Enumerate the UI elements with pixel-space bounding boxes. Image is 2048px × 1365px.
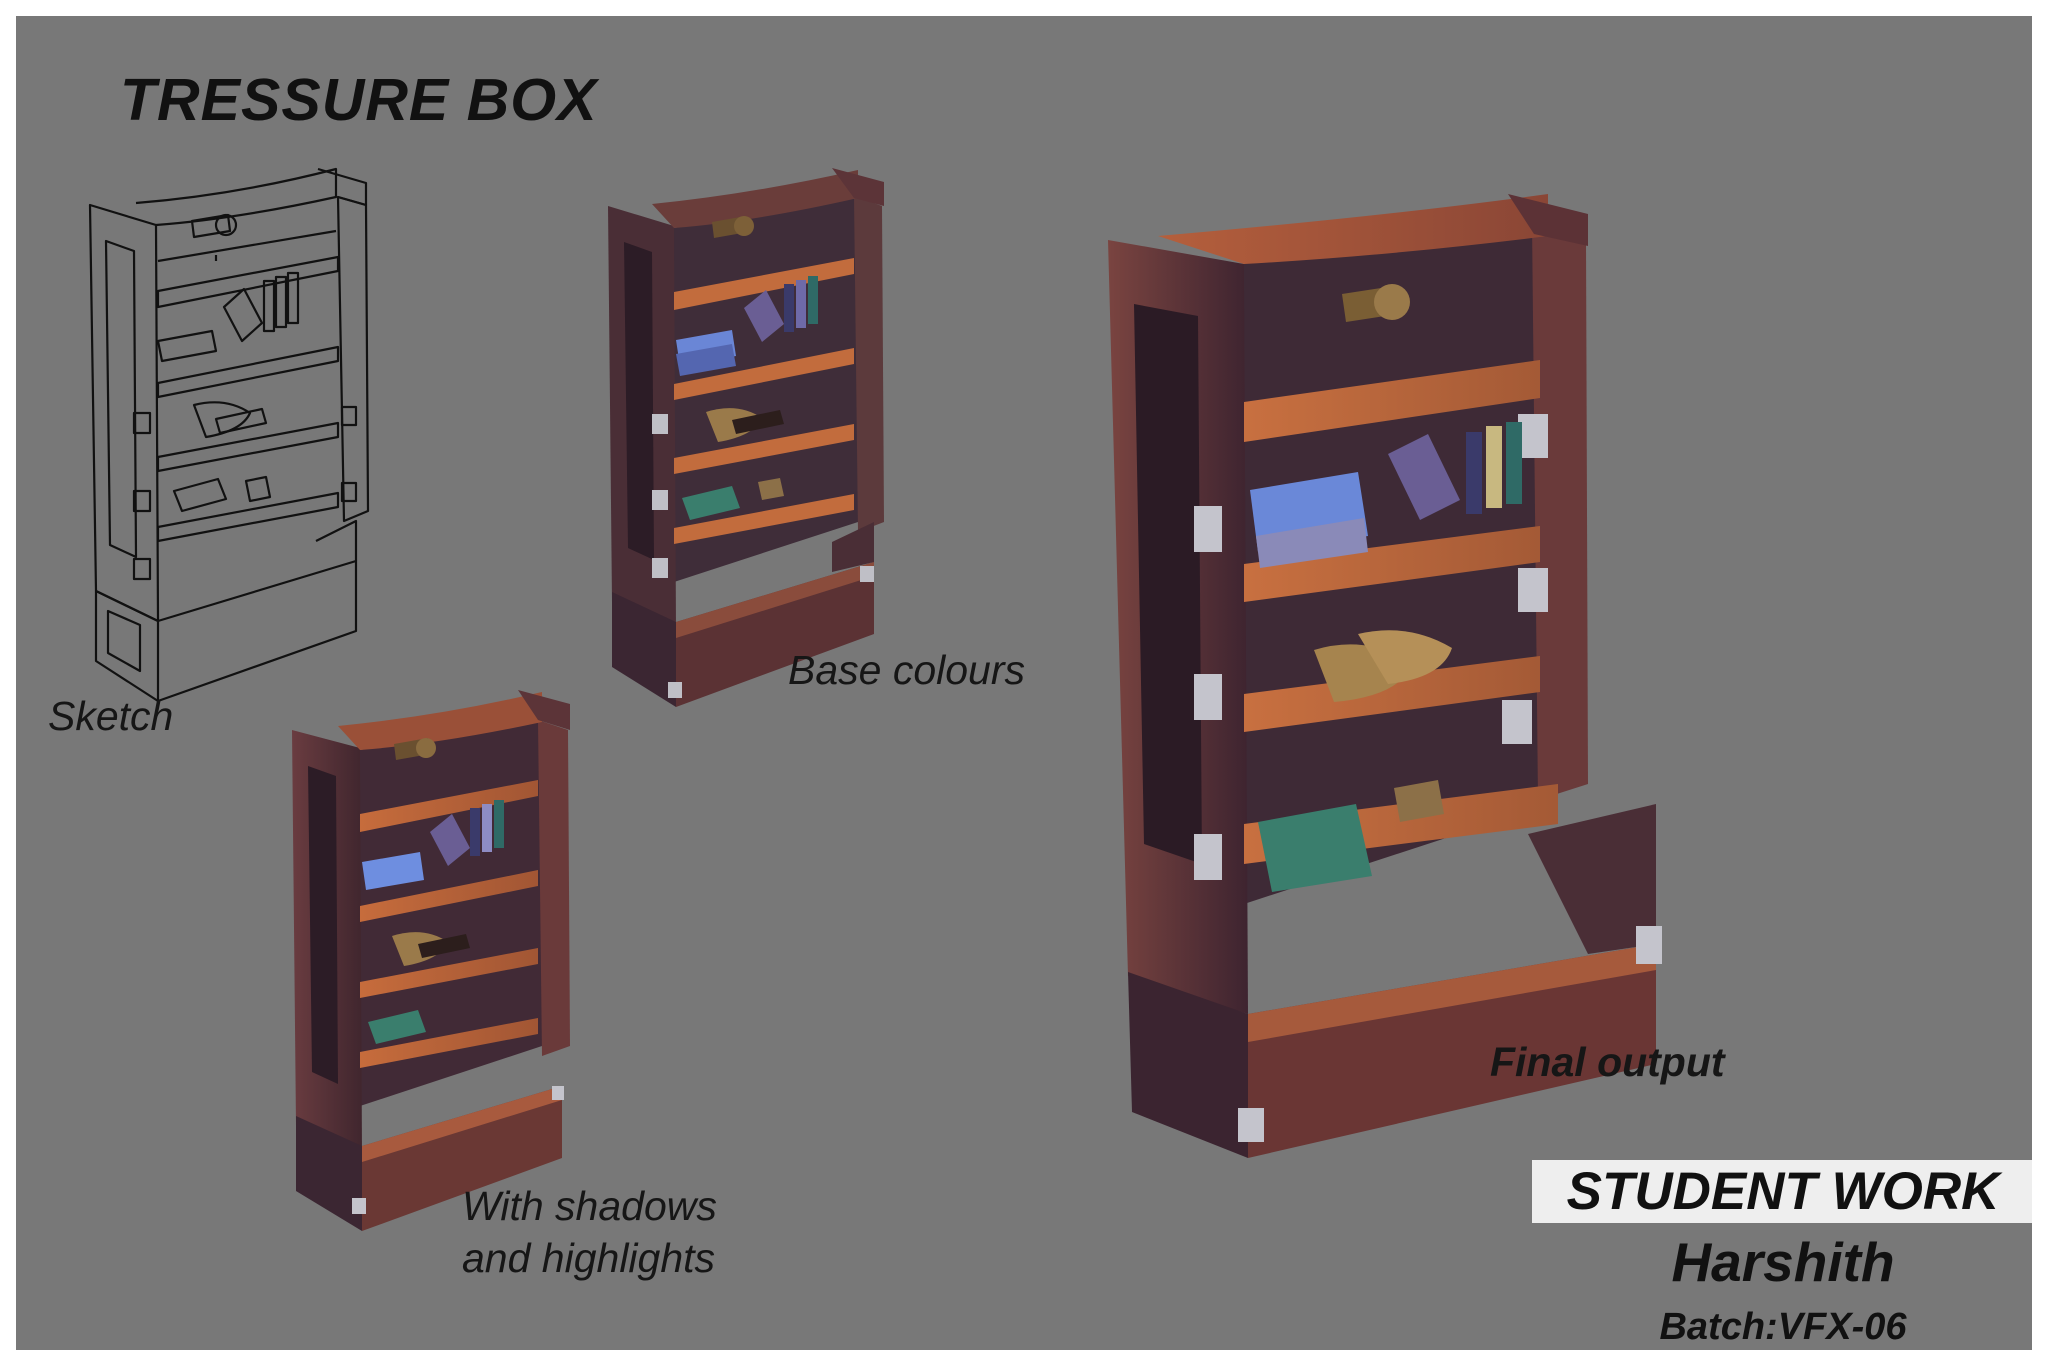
student-name: Harshith [1671, 1231, 1895, 1293]
shadows-caption-line-1: With shadows [462, 1183, 717, 1229]
student-work-badge: STUDENT WORK [1532, 1160, 2032, 1223]
batch-label: Batch:VFX-06 [1659, 1306, 1907, 1348]
base-colours-caption: Base colours [788, 647, 1026, 693]
sheet-title: TRESSURE BOX [120, 67, 598, 133]
shadows-highlights-bookcase [292, 690, 570, 1231]
sketch-caption: Sketch [48, 693, 174, 739]
shadows-caption: With shadows and highlights [462, 1180, 717, 1284]
final-output-bookcase [1108, 194, 1662, 1158]
final-output-caption: Final output [1490, 1039, 1725, 1085]
shadows-caption-line-2: and highlights [462, 1235, 716, 1281]
artwork-sheet: TRESSURE BOX [16, 16, 2032, 1350]
sketch-bookcase [88, 167, 370, 703]
base-colours-bookcase [608, 168, 884, 707]
